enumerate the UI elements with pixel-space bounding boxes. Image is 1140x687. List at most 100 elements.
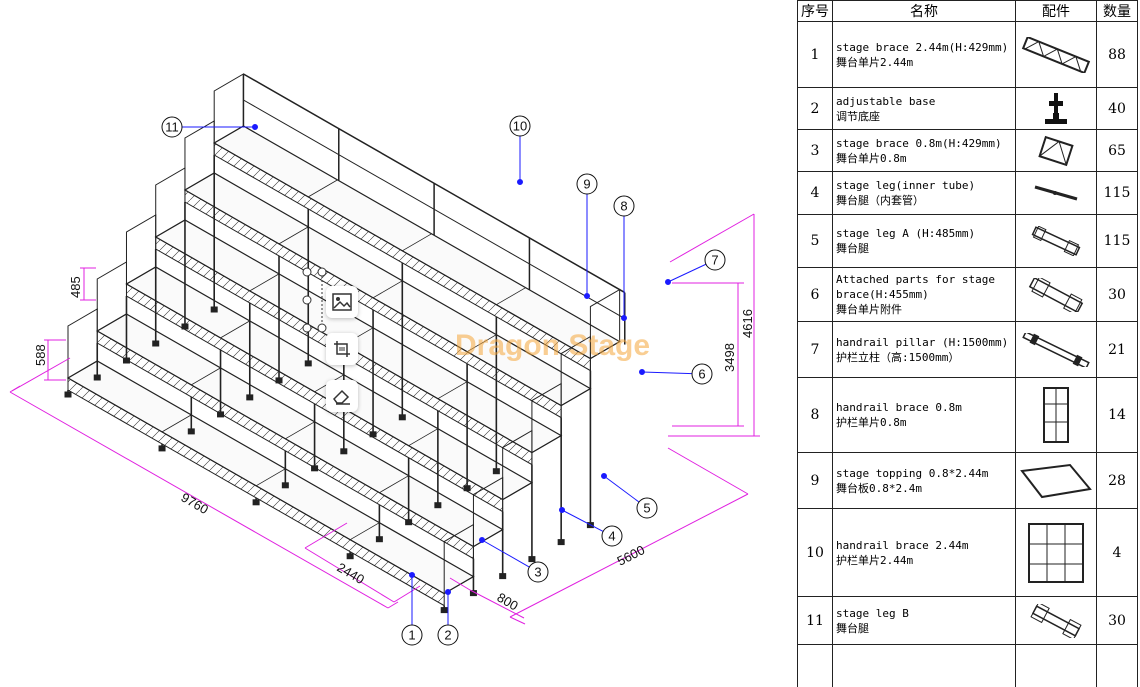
row-name: handrail brace 0.8m 护栏单片0.8m — [832, 377, 1016, 453]
callout-label: 5 — [643, 501, 650, 516]
adjustable-base — [463, 485, 471, 492]
deck-seam — [349, 522, 380, 541]
adjustable-base — [434, 502, 442, 509]
row-name: stage brace 0.8m(H:429mm)舞台单片0.8m — [832, 129, 1016, 172]
row-number: 1 — [797, 21, 833, 88]
stage-leg-b-icon — [1016, 603, 1096, 638]
dim-5600: 5600 — [615, 542, 648, 568]
header-name: 名称 — [832, 0, 1016, 22]
row-part-image — [1015, 21, 1097, 88]
part-name-cn: 护栏立柱（高:1500mm） — [836, 350, 960, 364]
adjustable-base — [398, 414, 406, 421]
stage-topping-icon — [1016, 461, 1096, 501]
header-qty: 数量 — [1096, 0, 1138, 22]
callout-leader — [667, 263, 707, 283]
adjustable-base — [217, 411, 225, 418]
callout-label: 1 — [408, 628, 415, 643]
row-part-image — [1015, 129, 1097, 172]
row-qty: 21 — [1096, 321, 1138, 378]
row-name: stage leg(inner tube)舞台腿（内套管） — [832, 171, 1016, 215]
deck-seam — [278, 226, 309, 245]
callout-circle — [527, 561, 549, 583]
callout-leader — [603, 475, 640, 503]
callout-11: 11 — [161, 116, 258, 138]
resize-handle[interactable] — [302, 323, 312, 333]
callout-circle — [636, 497, 658, 519]
eraser-button[interactable] — [326, 380, 358, 412]
callout-arrowhead — [639, 369, 645, 375]
crop-button[interactable] — [326, 333, 358, 365]
eraser-icon — [332, 387, 352, 405]
callout-label: 9 — [583, 177, 590, 192]
row-number: 8 — [797, 377, 833, 453]
part-name-en: handrail brace 2.44m — [836, 538, 969, 552]
part-name-en: stage leg B — [836, 606, 909, 620]
resize-handle[interactable] — [317, 323, 327, 333]
dim-800: 800 — [495, 590, 521, 614]
adjustable-base — [492, 468, 500, 475]
part-name-cn: 舞台腿 — [836, 621, 869, 635]
part-name-en: stage brace 2.44m(H:429mm) — [836, 40, 1009, 54]
row-number: 4 — [797, 171, 833, 215]
callout-circle — [601, 525, 623, 547]
callout-circle — [691, 363, 713, 385]
adjustable-base — [281, 482, 289, 489]
adjustable-base — [122, 357, 130, 364]
handrail-brace-long-icon — [1016, 518, 1096, 588]
dim-4616: 4616 — [740, 309, 755, 338]
callout-arrowhead — [479, 537, 485, 543]
side-handrail-brace — [213, 73, 244, 144]
part-name-cn: 舞台腿 — [836, 242, 869, 255]
resize-handle[interactable] — [317, 267, 327, 277]
dim-3498: 3498 — [722, 343, 737, 372]
part-name-en: handrail pillar (H:1500mm) — [836, 335, 1009, 349]
stage-brace-short-icon — [1016, 133, 1096, 169]
part-name-en: stage topping 0.8*2.44m — [836, 466, 989, 480]
table-header-row: 序号 名称 配件 数量 — [797, 0, 1138, 22]
image-button[interactable] — [326, 286, 358, 318]
side-handrail-brace — [589, 288, 621, 360]
callout-4: 4 — [559, 507, 623, 547]
part-name-cn: 调节底座 — [836, 109, 880, 123]
callout-arrowhead — [409, 572, 415, 578]
header-part: 配件 — [1015, 0, 1097, 22]
dimension-lines — [9, 213, 760, 625]
row-name: adjustable base 调节底座 — [832, 87, 1016, 130]
attached-parts-icon — [1016, 277, 1096, 312]
part-name-cn: 护栏单片0.8m — [836, 416, 907, 429]
handrail-pillar-icon — [1016, 332, 1096, 367]
adjustable-base — [346, 553, 354, 560]
adjustable-base — [311, 465, 319, 472]
row-number: 3 — [797, 129, 833, 172]
adjustable-base — [246, 394, 254, 401]
adjustable-base — [304, 360, 312, 367]
callout-10: 10 — [509, 115, 531, 185]
callout-label: 8 — [620, 199, 627, 214]
part-name-en: handrail brace 0.8m — [836, 401, 962, 414]
callout-label: 3 — [534, 565, 541, 580]
callout-circle — [161, 116, 183, 138]
callout-leader — [561, 509, 604, 532]
adjustable-base — [440, 607, 448, 614]
adjustable-base — [375, 536, 383, 543]
callout-leader — [481, 539, 530, 568]
handrail-brace-short-icon — [1016, 384, 1096, 446]
deck-seam — [255, 468, 286, 487]
deck-seam — [408, 428, 439, 447]
row-number: 11 — [797, 596, 833, 645]
adjustable-base — [252, 499, 260, 506]
resize-handle[interactable] — [302, 295, 312, 305]
part-name-cn: 护栏单片2.44m — [836, 553, 914, 567]
crop-icon — [333, 340, 351, 358]
resize-handle[interactable] — [302, 267, 312, 277]
adjustable-base — [64, 391, 72, 398]
